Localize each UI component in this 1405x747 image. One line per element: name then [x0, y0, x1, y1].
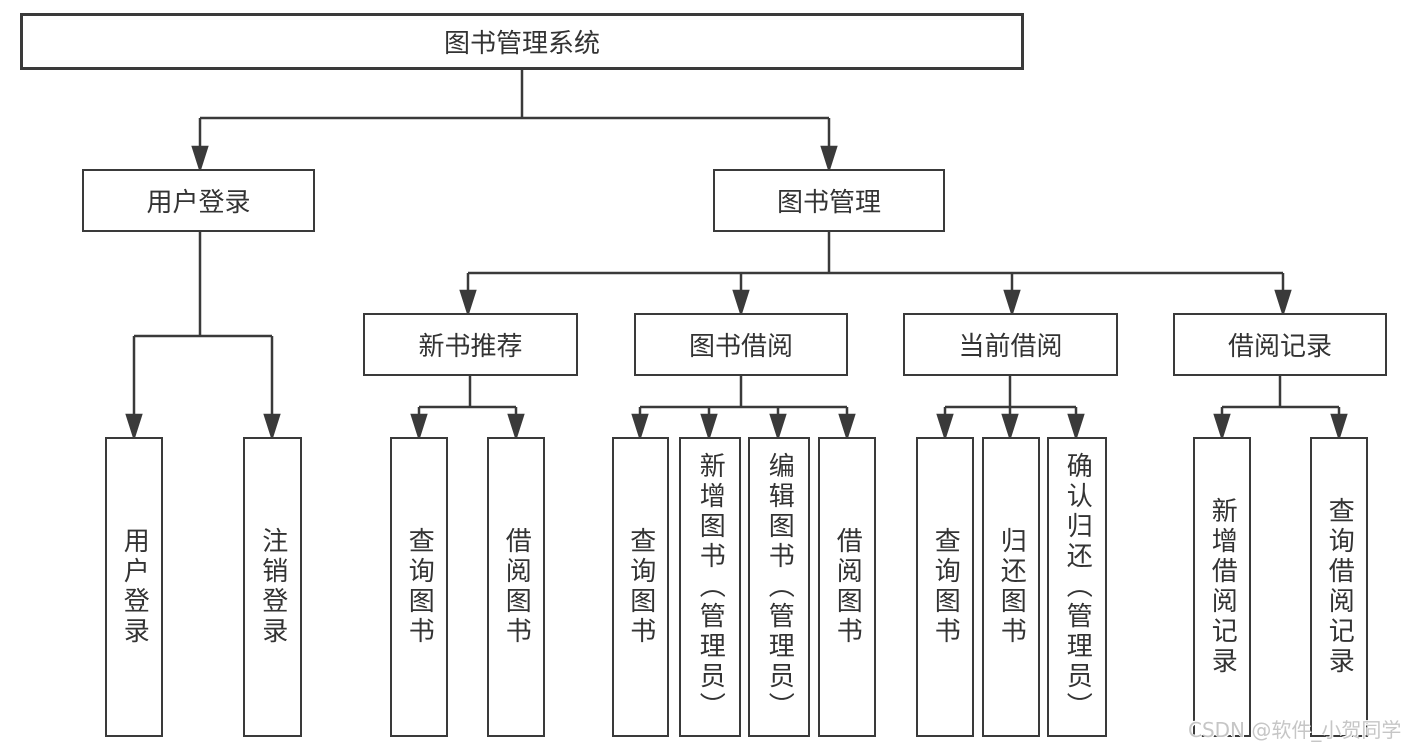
node-leaf-query-books-recommend-label: 查询图书: [404, 527, 435, 647]
node-current-borrowing-label: 当前借阅: [958, 332, 1063, 362]
node-leaf-add-books-admin: 新增图书（管理员）: [679, 437, 741, 737]
node-leaf-user-login-label: 用户登录: [119, 527, 150, 647]
node-leaf-edit-books-admin: 编辑图书（管理员）: [748, 437, 810, 737]
node-book-management: 图书管理: [713, 169, 945, 232]
node-leaf-logout: 注销登录: [243, 437, 302, 737]
node-borrowing-records-label: 借阅记录: [1227, 332, 1332, 362]
node-leaf-confirm-return-admin: 确认归还（管理员）: [1047, 437, 1107, 737]
node-leaf-query-books-current-label: 查询图书: [930, 527, 961, 647]
node-leaf-confirm-return-admin-label: 确认归还（管理员）: [1062, 452, 1093, 722]
node-book-borrowing-label: 图书借阅: [688, 332, 793, 362]
node-library-system-label: 图书管理系统: [443, 29, 600, 59]
node-leaf-user-login: 用户登录: [105, 437, 163, 737]
node-leaf-borrow-books-recommend: 借阅图书: [487, 437, 545, 737]
node-leaf-query-books-recommend: 查询图书: [390, 437, 448, 737]
node-leaf-query-books-borrowing-label: 查询图书: [625, 527, 656, 647]
node-leaf-borrow-books-recommend-label: 借阅图书: [501, 527, 532, 647]
csdn-watermark: CSDN @软件_小贺同学: [1188, 718, 1402, 742]
node-leaf-add-books-admin-label: 新增图书（管理员）: [695, 452, 726, 722]
node-leaf-borrow-books-label: 借阅图书: [832, 527, 863, 647]
node-current-borrowing: 当前借阅: [903, 313, 1118, 376]
node-leaf-add-borrow-record: 新增借阅记录: [1193, 437, 1251, 737]
node-user-login: 用户登录: [82, 169, 315, 232]
node-leaf-query-books-borrowing: 查询图书: [612, 437, 669, 737]
node-leaf-borrow-books: 借阅图书: [818, 437, 876, 737]
node-borrowing-records: 借阅记录: [1173, 313, 1387, 376]
node-leaf-return-books-label: 归还图书: [996, 527, 1027, 647]
node-book-management-label: 图书管理: [776, 188, 881, 218]
node-leaf-query-books-current: 查询图书: [916, 437, 974, 737]
node-leaf-add-borrow-record-label: 新增借阅记录: [1207, 497, 1238, 677]
node-library-system: 图书管理系统: [20, 13, 1024, 70]
node-new-book-recommend: 新书推荐: [363, 313, 578, 376]
node-user-login-label: 用户登录: [146, 188, 251, 218]
node-leaf-return-books: 归还图书: [982, 437, 1040, 737]
node-leaf-query-borrow-record-label: 查询借阅记录: [1324, 497, 1355, 677]
node-book-borrowing: 图书借阅: [634, 313, 848, 376]
node-leaf-logout-label: 注销登录: [257, 527, 288, 647]
node-new-book-recommend-label: 新书推荐: [418, 332, 523, 362]
node-leaf-edit-books-admin-label: 编辑图书（管理员）: [764, 452, 795, 722]
node-leaf-query-borrow-record: 查询借阅记录: [1310, 437, 1368, 737]
